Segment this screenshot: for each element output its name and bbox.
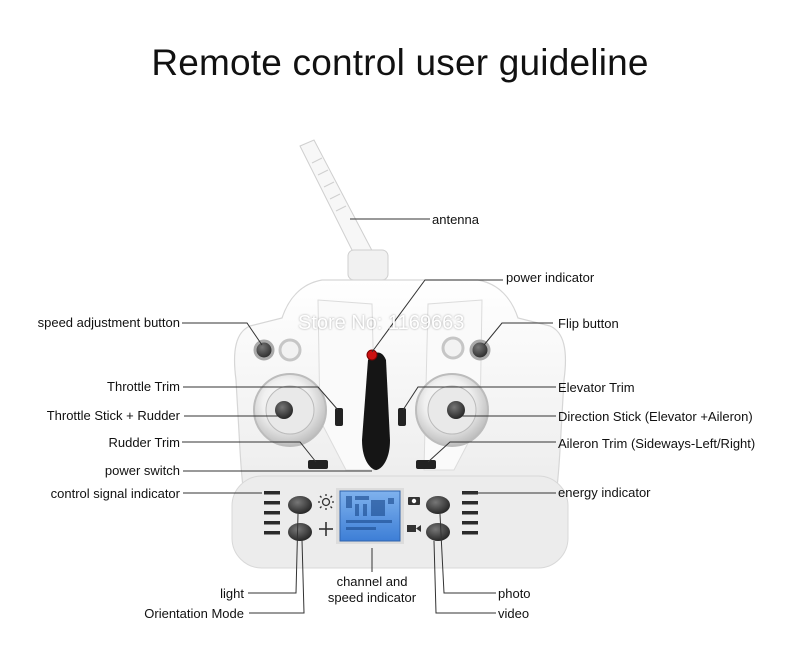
orientation-mode-button[interactable] (288, 523, 312, 541)
flip-button-2[interactable] (443, 338, 463, 358)
light-button[interactable] (288, 496, 312, 514)
label-power-indicator: power indicator (506, 270, 594, 285)
rudder-trim[interactable] (308, 460, 328, 469)
label-direction-stick: Direction Stick (Elevator +Aileron) (558, 409, 753, 424)
label-throttle-trim: Throttle Trim (107, 379, 180, 394)
label-energy-indicator: energy indicator (558, 485, 651, 500)
throttle-trim[interactable] (335, 408, 343, 426)
camera-icon (408, 497, 420, 505)
elevator-trim[interactable] (398, 408, 406, 426)
label-power-switch: power switch (105, 463, 180, 478)
label-elevator-trim: Elevator Trim (558, 380, 635, 395)
speed-adjustment-button[interactable] (255, 341, 273, 359)
label-flip-button: Flip button (558, 316, 619, 331)
flip-button[interactable] (471, 341, 489, 359)
label-light: light (220, 586, 244, 601)
throttle-stick[interactable] (254, 374, 326, 446)
label-video: video (498, 606, 529, 621)
label-aileron-trim: Aileron Trim (Sideways-Left/Right) (558, 436, 755, 451)
photo-button[interactable] (426, 496, 450, 514)
label-throttle-stick: Throttle Stick + Rudder (47, 408, 180, 423)
label-antenna: antenna (432, 212, 479, 227)
label-rudder-trim: Rudder Trim (108, 435, 180, 450)
aileron-trim[interactable] (416, 460, 436, 469)
speed-adjustment-button-2[interactable] (280, 340, 300, 360)
watermark: Store No: 1169663 (298, 312, 464, 335)
direction-stick[interactable] (416, 374, 488, 446)
label-control-signal-indicator: control signal indicator (51, 486, 180, 501)
label-speed-adjustment-button: speed adjustment button (38, 315, 180, 330)
label-orientation-mode: Orientation Mode (144, 606, 244, 621)
video-button[interactable] (426, 523, 450, 541)
antenna (300, 140, 388, 280)
label-channel-speed-line1: channel and (310, 574, 434, 589)
label-channel-speed-line2: speed indicator (310, 590, 434, 605)
lcd-screen (336, 488, 404, 544)
label-photo: photo (498, 586, 531, 601)
